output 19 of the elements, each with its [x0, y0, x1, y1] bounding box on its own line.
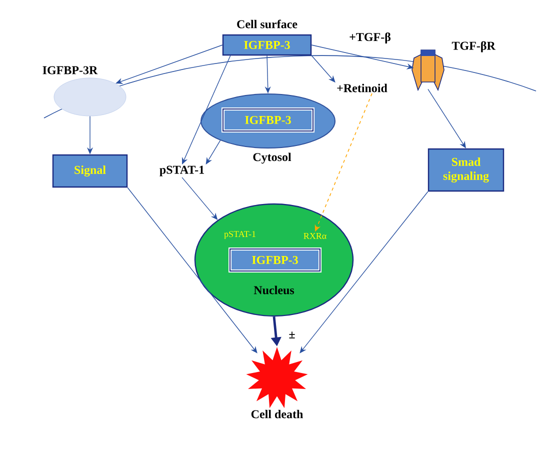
node-label: IGFBP-3R [42, 66, 98, 74]
igfbp3-box: IGFBP-3 [228, 248, 322, 272]
pstat1-text: pSTAT-1 [160, 166, 204, 176]
retinoid-text: +Retinoid [337, 84, 388, 92]
arrow [127, 187, 258, 354]
caption-text: Cell surface [237, 20, 298, 28]
starburst: Cell death [246, 347, 308, 418]
pstat1-text: pSTAT-1 [224, 231, 256, 239]
node-label: Cytosol [253, 152, 292, 164]
arrow [300, 191, 428, 354]
node-label: TGF-βR [452, 41, 496, 52]
edge-label: ± [288, 330, 296, 340]
smad-signaling-box: Smad signaling [428, 148, 504, 192]
node-label: Cell death [251, 410, 303, 418]
signal-box: Signal [52, 154, 128, 188]
rxr-text: RXRα [304, 233, 326, 239]
igfbp3-box: IGFBP-3 [222, 34, 312, 56]
igfbp3-box: IGFBP-3 [222, 108, 314, 132]
edge-label: +TGF-β [348, 32, 392, 44]
